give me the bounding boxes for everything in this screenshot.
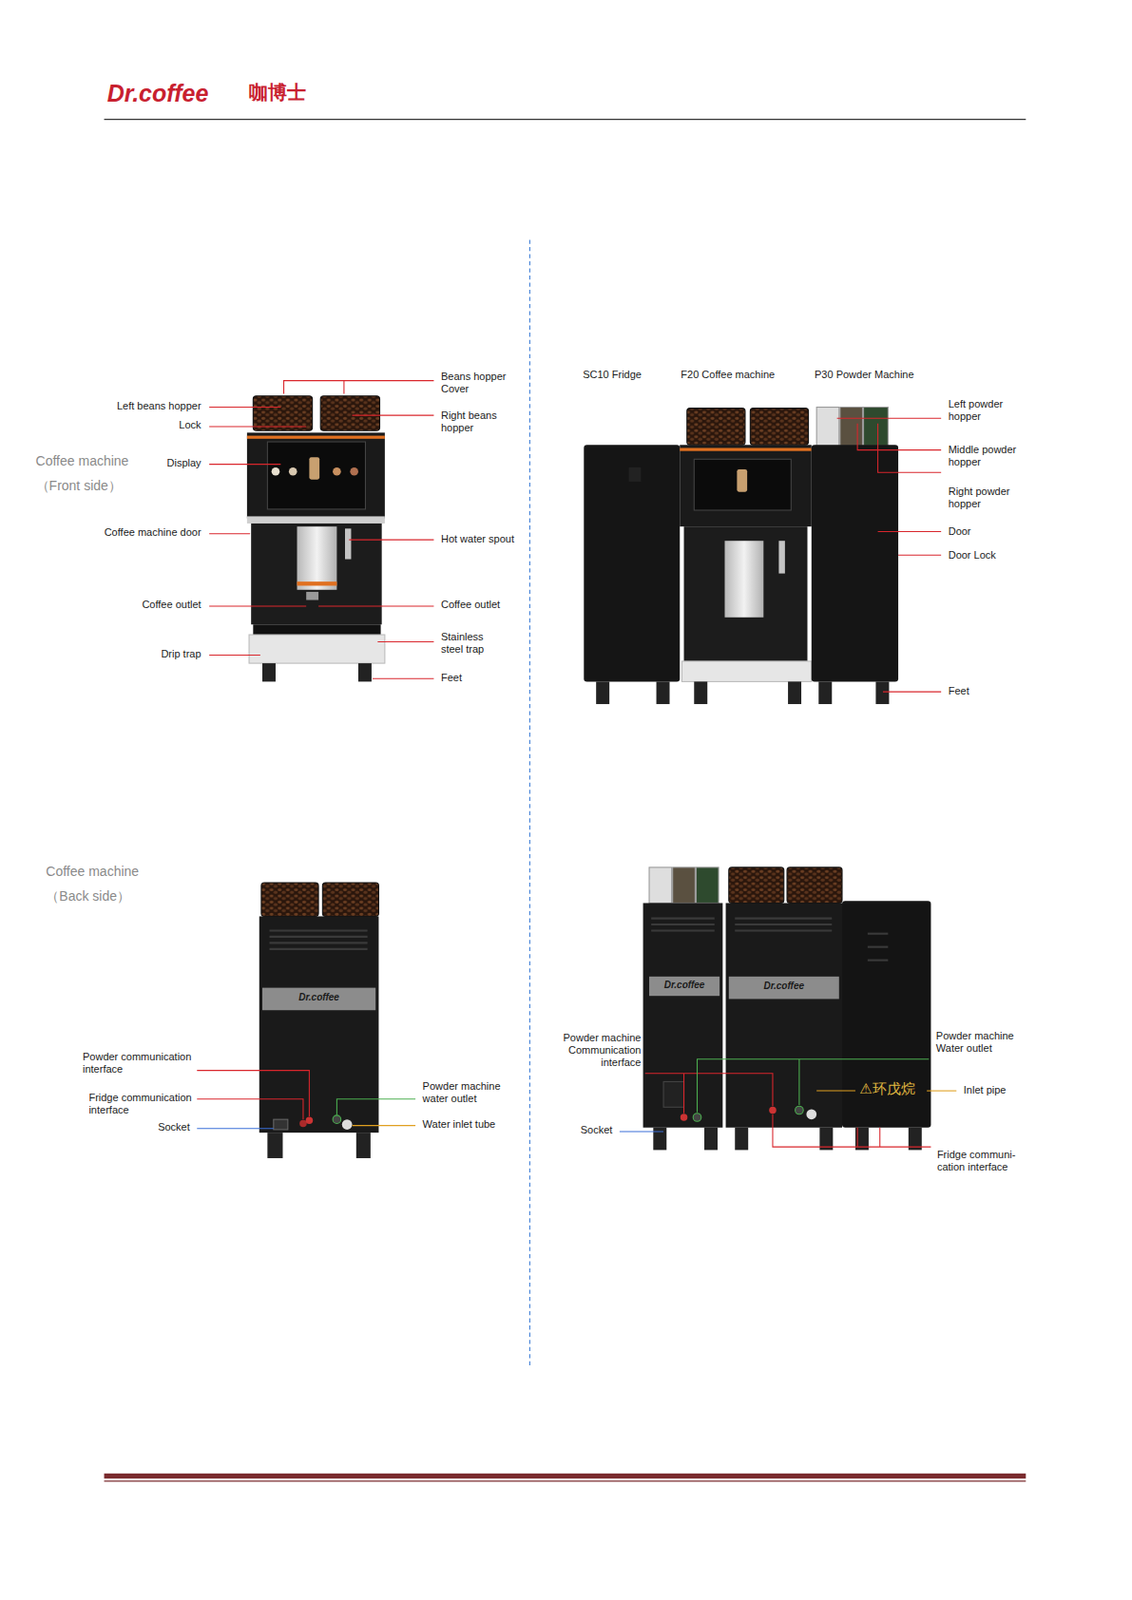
part-label: Hot water spout — [441, 533, 515, 546]
brand-logo: 咖博士 — [249, 80, 307, 104]
part-label: Lock — [178, 419, 201, 432]
port-label: Powder communication interface — [82, 1051, 201, 1076]
combined-set-back — [643, 867, 932, 1151]
part-label: Coffee machine door — [104, 526, 202, 539]
divider — [529, 239, 531, 1368]
part-label: Feet — [948, 685, 970, 698]
header-rule — [104, 118, 1027, 120]
part-label: Right beans hopper — [441, 409, 519, 435]
view-heading: Coffee machine — [45, 863, 139, 881]
unit-label: F20 Coffee machine — [680, 368, 775, 382]
port-label: Powder machine water outlet — [422, 1080, 520, 1106]
leader-lines — [837, 418, 942, 692]
footer-bar — [104, 1474, 1027, 1479]
leader-lines — [619, 1059, 957, 1148]
nameplate: Dr.coffee — [729, 980, 840, 993]
unit-label: P30 Powder Machine — [814, 368, 915, 382]
leader-lines — [209, 381, 434, 680]
part-label: Coffee outlet — [141, 598, 201, 612]
port-label: Powder machine Communication interface — [554, 1032, 641, 1071]
view-heading: （Front side） — [36, 478, 122, 495]
part-label: Middle powder hopper — [948, 443, 1026, 469]
part-label: Right powder hopper — [948, 485, 1026, 511]
coffee-machine-front — [247, 396, 385, 683]
part-label: Display — [167, 457, 202, 470]
view-heading: （Back side） — [45, 888, 131, 905]
view-heading: Coffee machine — [36, 453, 130, 470]
part-label: Door — [948, 525, 972, 538]
part-label: Beans hopper Cover — [441, 370, 523, 396]
nameplate: Dr.coffee — [649, 979, 720, 992]
part-label: Drip trap — [160, 648, 201, 661]
unit-label: SC10 Fridge — [582, 368, 642, 382]
part-label: Feet — [441, 671, 462, 685]
port-label: Inlet pipe — [963, 1084, 1007, 1097]
part-label: Left beans hopper — [116, 400, 202, 413]
combined-set-front — [583, 407, 899, 706]
part-label: Left powder hopper — [948, 398, 1026, 423]
footer-rule — [104, 1480, 1027, 1482]
brand-logo: Dr.coffee — [107, 78, 210, 108]
part-label: Coffee outlet — [441, 598, 500, 612]
leader-lines — [196, 1071, 416, 1130]
warning-sticker: ⚠环戊烷 — [859, 1080, 915, 1098]
port-label: Socket — [157, 1121, 191, 1134]
part-label: Stainless steel trap — [441, 631, 505, 656]
part-label: Door Lock — [948, 549, 997, 562]
port-label: Powder machine Water outlet — [936, 1030, 1018, 1056]
port-label: Fridge communication interface — [88, 1092, 201, 1117]
port-label: Socket — [580, 1124, 614, 1137]
coffee-machine-back — [259, 882, 380, 1159]
nameplate: Dr.coffee — [262, 992, 376, 1004]
port-label: Water inlet tube — [422, 1118, 497, 1132]
port-label: Fridge communi- cation interface — [937, 1149, 1024, 1174]
